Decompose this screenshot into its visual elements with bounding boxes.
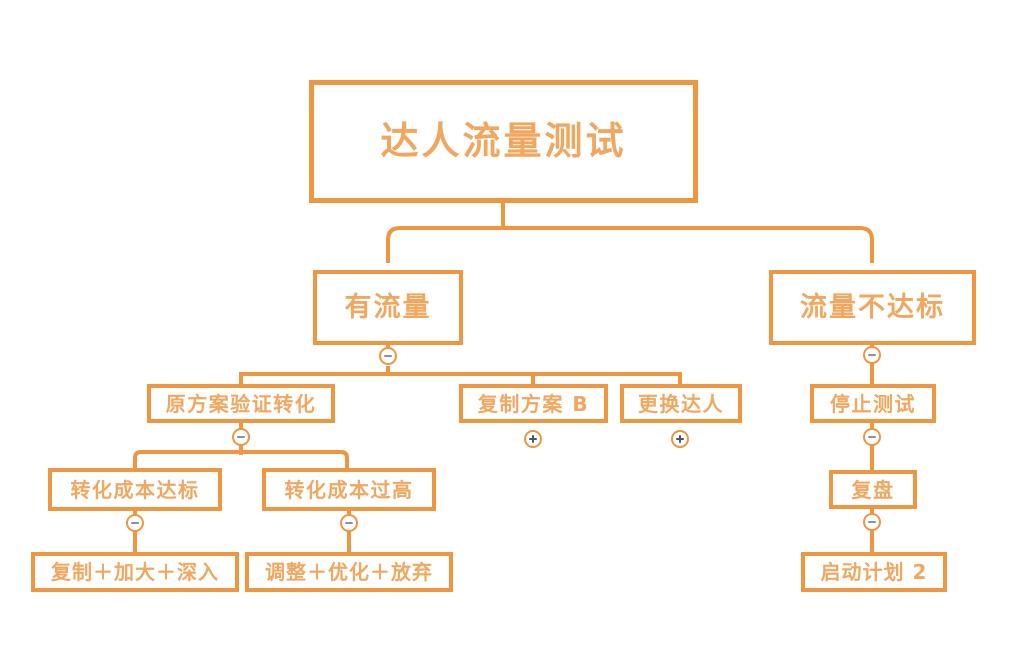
node-root-label: 达人流量测试 bbox=[380, 118, 627, 163]
minus-icon bbox=[868, 518, 876, 526]
plus-icon bbox=[529, 435, 537, 443]
minus-icon bbox=[237, 433, 245, 441]
toggle-original-plan-verify[interactable] bbox=[232, 428, 250, 446]
plus-icon bbox=[676, 435, 684, 443]
toggle-has-traffic[interactable] bbox=[379, 347, 397, 365]
node-traffic-below-target-label: 流量不达标 bbox=[800, 291, 945, 323]
toggle-cost-too-high[interactable] bbox=[340, 514, 358, 532]
node-cost-on-target[interactable]: 转化成本达标 bbox=[48, 468, 222, 511]
minus-icon bbox=[384, 352, 392, 360]
minus-icon bbox=[868, 351, 876, 359]
node-stop-test[interactable]: 停止测试 bbox=[810, 384, 936, 423]
node-copy-scale-deepen-label: 复制＋加大＋深入 bbox=[51, 560, 219, 584]
node-copy-scale-deepen[interactable]: 复制＋加大＋深入 bbox=[31, 552, 239, 592]
node-original-plan-verify[interactable]: 原方案验证转化 bbox=[147, 384, 335, 423]
node-cost-too-high-label: 转化成本过高 bbox=[284, 477, 414, 502]
toggle-cost-on-target[interactable] bbox=[126, 514, 144, 532]
toggle-copy-plan-b[interactable] bbox=[524, 430, 542, 448]
node-cost-on-target-label: 转化成本达标 bbox=[70, 477, 200, 502]
minus-icon bbox=[131, 519, 139, 527]
node-has-traffic-label: 有流量 bbox=[344, 291, 432, 323]
toggle-stop-test[interactable] bbox=[863, 428, 881, 446]
connector-root-bus bbox=[386, 226, 874, 263]
toggle-replace-influencer[interactable] bbox=[671, 430, 689, 448]
node-adjust-optimize-abandon[interactable]: 调整＋优化＋放弃 bbox=[245, 552, 453, 592]
node-copy-plan-b-label: 复制方案 B bbox=[477, 391, 590, 416]
node-review[interactable]: 复盘 bbox=[829, 470, 917, 509]
node-copy-plan-b[interactable]: 复制方案 B bbox=[459, 384, 608, 423]
toggle-traffic-below-target[interactable] bbox=[863, 346, 881, 364]
node-stop-test-label: 停止测试 bbox=[830, 391, 916, 416]
minus-icon bbox=[868, 433, 876, 441]
node-adjust-optimize-abandon-label: 调整＋优化＋放弃 bbox=[265, 560, 433, 584]
node-launch-plan-2[interactable]: 启动计划 2 bbox=[801, 552, 947, 592]
connector-hastraffic-bus bbox=[239, 372, 682, 384]
node-replace-influencer[interactable]: 更换达人 bbox=[620, 384, 742, 423]
node-has-traffic[interactable]: 有流量 bbox=[313, 270, 463, 345]
connector-original-bus bbox=[133, 450, 349, 468]
node-replace-influencer-label: 更换达人 bbox=[638, 391, 724, 416]
minus-icon bbox=[345, 519, 353, 527]
node-cost-too-high[interactable]: 转化成本过高 bbox=[262, 468, 436, 511]
node-launch-plan-2-label: 启动计划 2 bbox=[820, 560, 928, 584]
node-review-label: 复盘 bbox=[851, 477, 895, 502]
node-root[interactable]: 达人流量测试 bbox=[309, 80, 698, 203]
node-traffic-below-target[interactable]: 流量不达标 bbox=[769, 270, 976, 345]
toggle-review[interactable] bbox=[863, 513, 881, 531]
node-original-plan-verify-label: 原方案验证转化 bbox=[165, 391, 317, 416]
